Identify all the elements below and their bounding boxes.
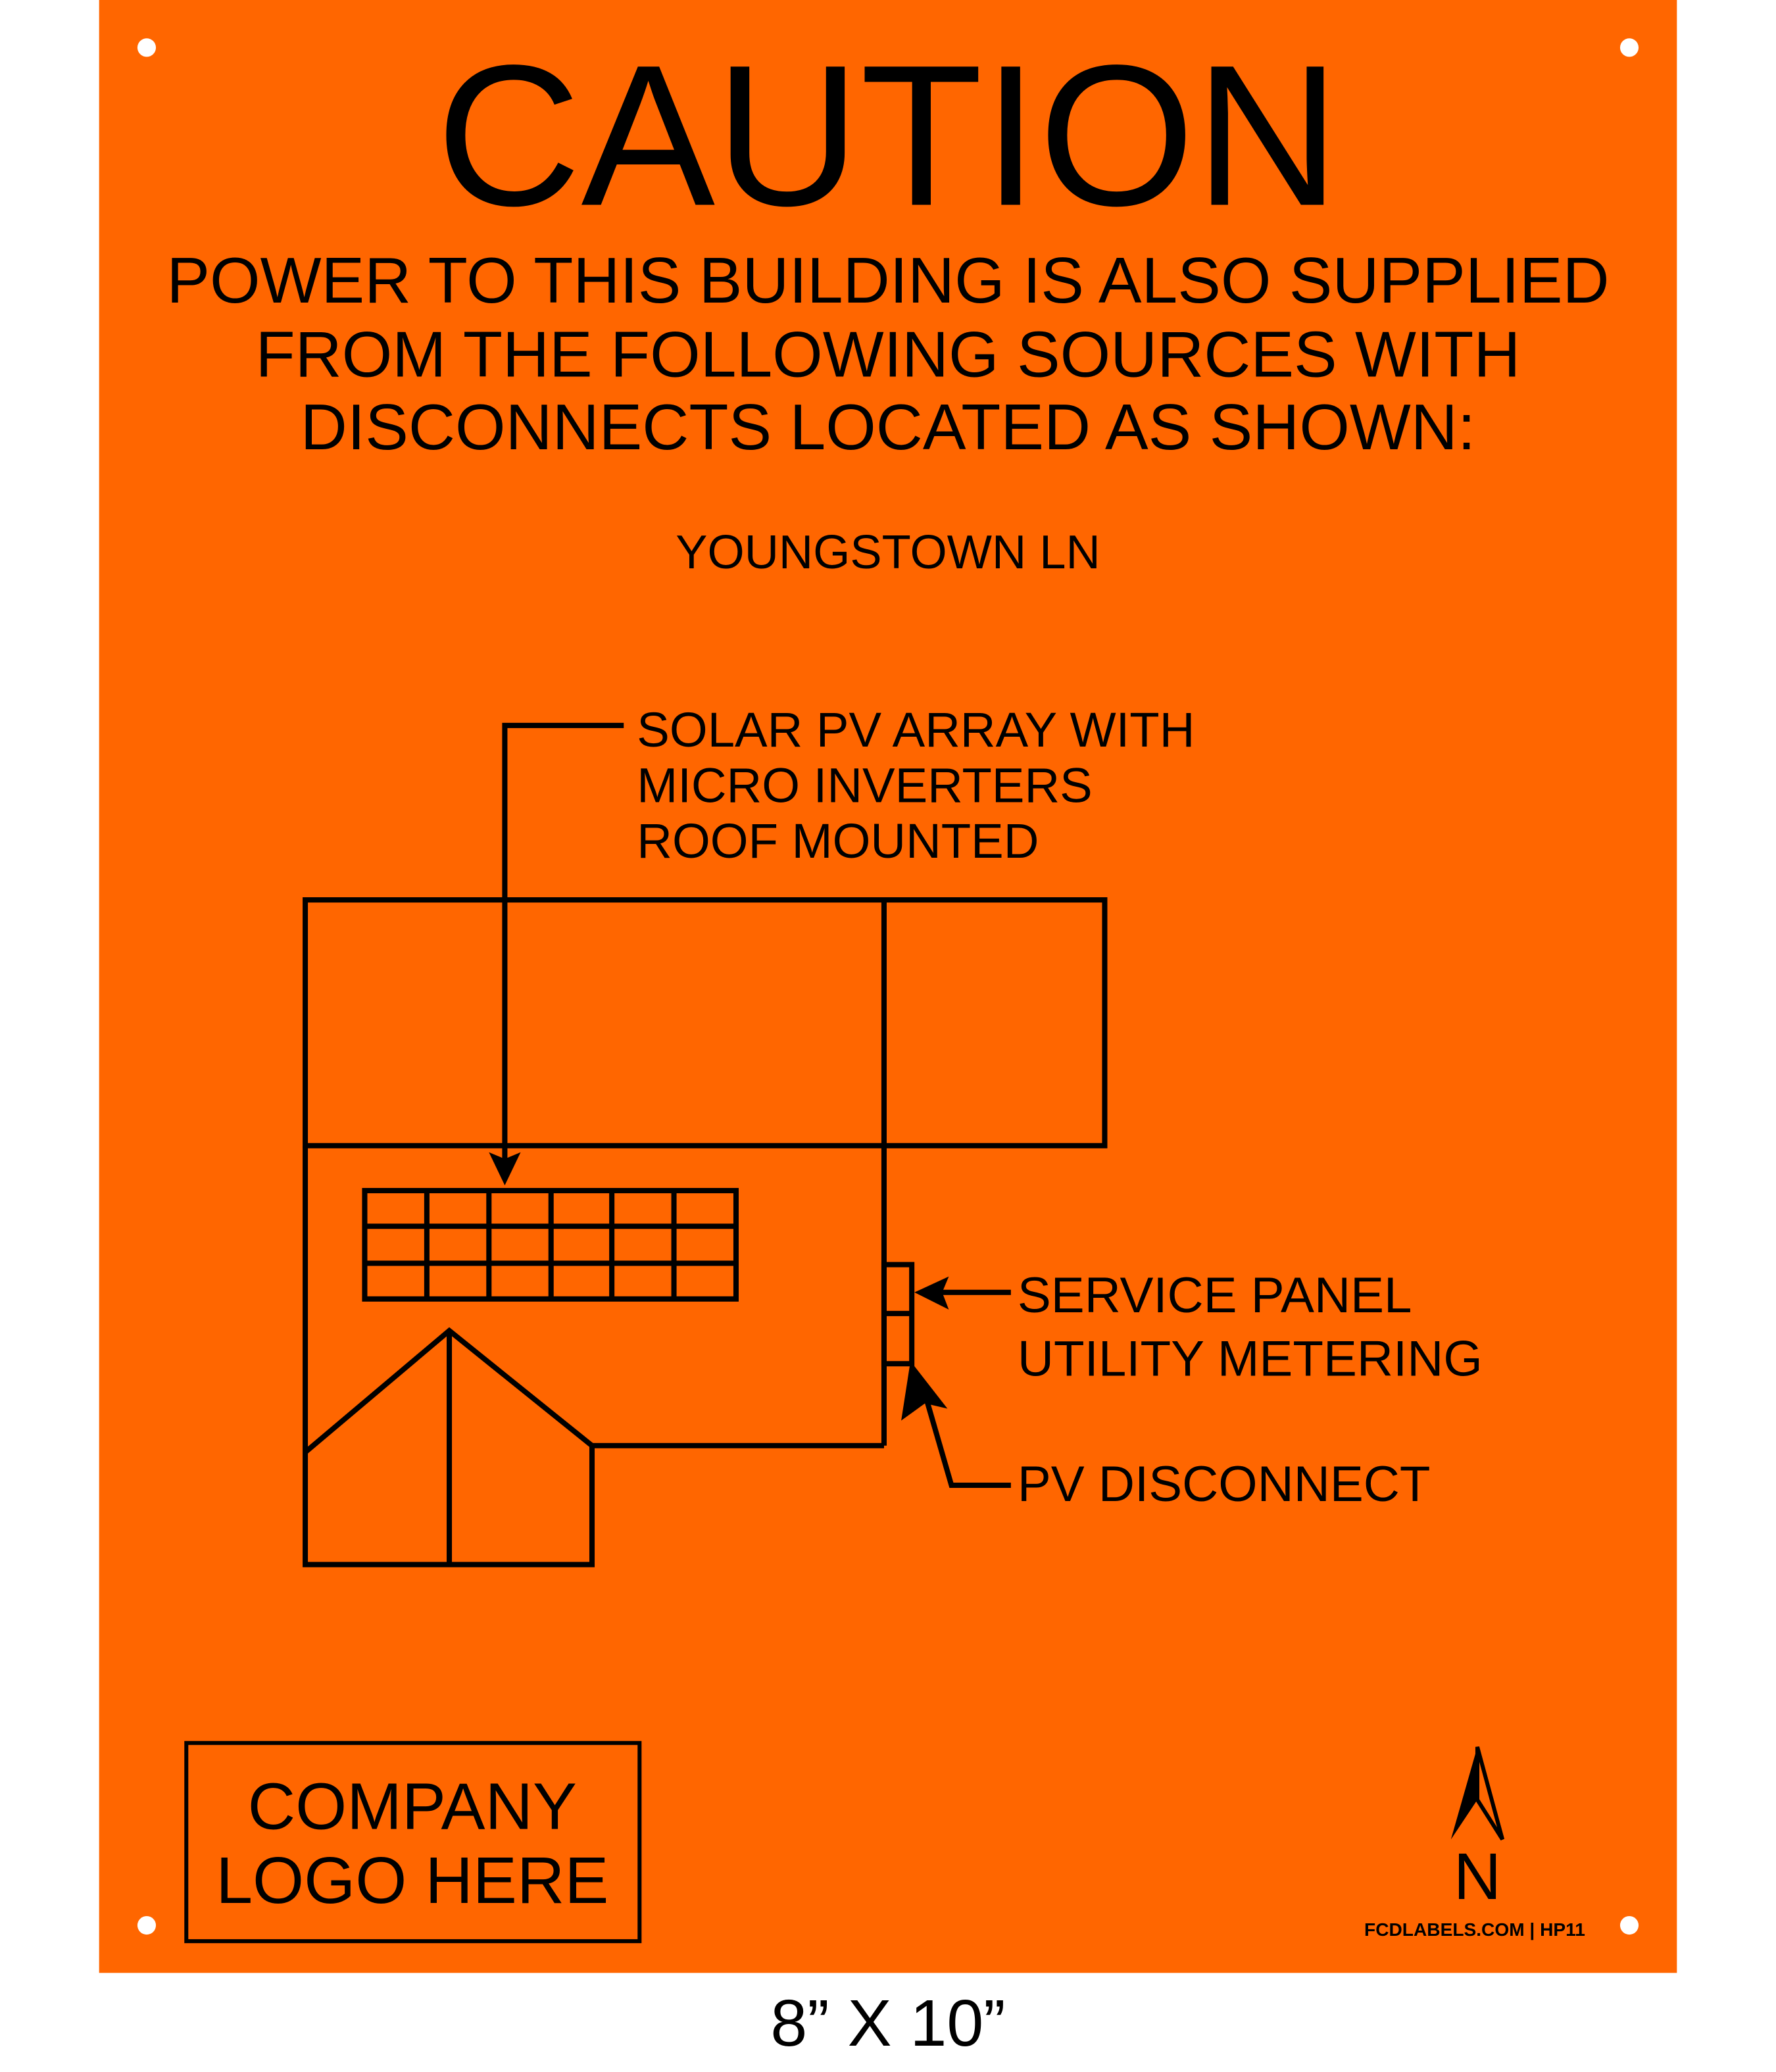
pv-disconnect-arrow <box>901 1361 1011 1489</box>
north-arrow-icon <box>1450 1746 1505 1841</box>
mounting-hole <box>137 38 157 57</box>
sign-background <box>99 0 1677 1973</box>
size-caption: 8” X 10” <box>770 1986 1005 2060</box>
building-upper-section <box>303 897 1108 1148</box>
mounting-hole <box>1619 38 1639 57</box>
logo-placeholder-line: COMPANY <box>248 1769 577 1843</box>
meter-boxes <box>881 1262 915 1367</box>
footer-code: FCDLABELS.COM | HP11 <box>1364 1919 1585 1940</box>
logo-placeholder-line: LOGO HERE <box>216 1844 608 1917</box>
service-panel-arrow <box>914 1276 1011 1310</box>
street-label: YOUNGSTOWN LN <box>676 526 1100 579</box>
north-label: N <box>1454 1840 1502 1913</box>
service-panel-label: SERVICE PANEL <box>1018 1268 1412 1323</box>
company-logo-placeholder: COMPANY LOGO HERE <box>184 1740 642 1944</box>
sign-title: CAUTION <box>436 23 1340 247</box>
solar-leader-arrow <box>489 722 624 1186</box>
message-line: DISCONNECTS LOCATED AS SHOWN: <box>301 391 1475 463</box>
solar-label-line: SOLAR PV ARRAY WITH <box>637 703 1195 757</box>
mounting-holes <box>137 38 1639 1935</box>
utility-metering-label: UTILITY METERING <box>1018 1331 1483 1387</box>
building-lower-outline <box>303 1145 884 1567</box>
solar-array-icon <box>362 1188 739 1302</box>
building-plan <box>303 897 1108 1567</box>
solar-label-line: ROOF MOUNTED <box>637 814 1039 868</box>
message-line: POWER TO THIS BUILDING IS ALSO SUPPLIED <box>166 244 1609 316</box>
mounting-hole <box>137 1915 157 1935</box>
mounting-hole <box>1619 1915 1639 1935</box>
solar-label-line: MICRO INVERTERS <box>637 758 1092 812</box>
message-line: FROM THE FOLLOWING SOURCES WITH <box>256 318 1521 391</box>
pv-disconnect-label: PV DISCONNECT <box>1018 1456 1431 1512</box>
